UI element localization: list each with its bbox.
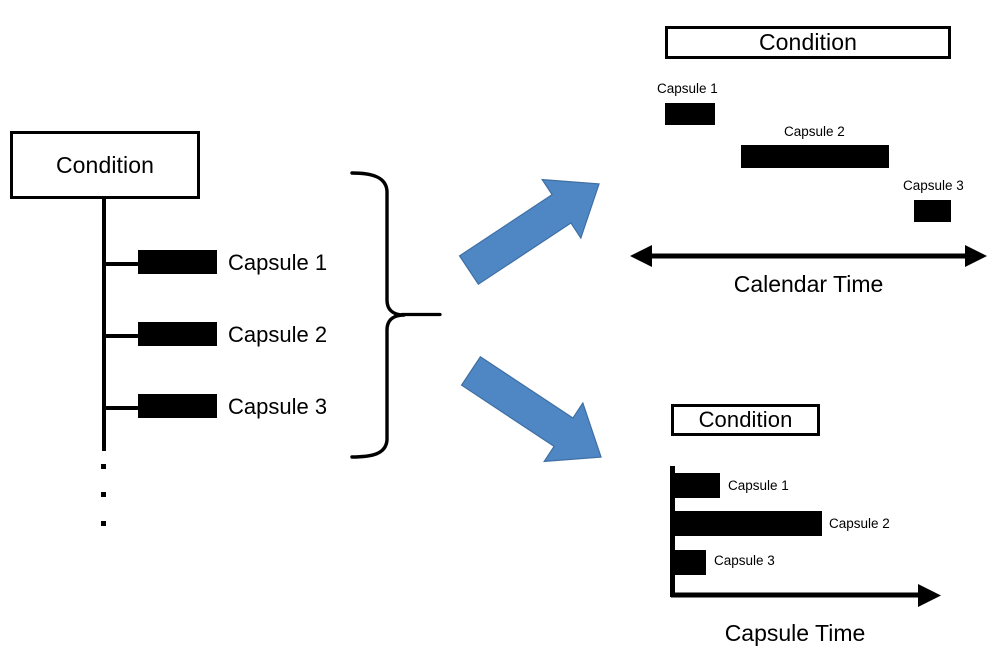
left-condition-label: Condition — [55, 151, 155, 178]
calendar-capsule-label-1: Capsule 1 — [657, 81, 718, 96]
grouping-brace-icon — [350, 171, 442, 459]
calendar-time-axis-label: Calendar Time — [733, 271, 884, 297]
continuation-dot-1 — [101, 464, 106, 469]
left-condition-box: Condition — [10, 131, 200, 199]
capsule-capsule-label-3: Capsule 3 — [714, 553, 775, 568]
capsule-capsule-label-2: Capsule 2 — [829, 516, 890, 531]
calendar-capsule-bar-2 — [741, 145, 889, 168]
capsule-capsule-bar-1 — [671, 473, 720, 498]
left-capsule-label-1: Capsule 1 — [228, 250, 328, 275]
capsule-capsule-label-1: Capsule 1 — [728, 478, 789, 493]
continuation-dot-3 — [101, 521, 106, 526]
calendar-capsule-label-3: Capsule 3 — [903, 178, 964, 193]
left-capsule-bar-3 — [138, 394, 217, 418]
calendar-capsule-bar-3 — [914, 200, 951, 222]
capsule-condition-box: Condition — [671, 404, 820, 436]
tree-branch-line-3 — [102, 406, 140, 410]
calendar-capsule-label-2: Capsule 2 — [784, 124, 845, 139]
left-capsule-bar-1 — [138, 250, 217, 274]
calendar-capsule-bar-1 — [665, 103, 715, 125]
calendar-condition-box: Condition — [665, 26, 951, 59]
tree-trunk-line — [102, 199, 106, 451]
left-capsule-bar-2 — [138, 322, 217, 346]
tree-branch-line-2 — [102, 334, 140, 338]
calendar-condition-label: Condition — [758, 29, 858, 55]
calendar-time-axis-icon — [630, 245, 987, 267]
arrow-to-calendar-time-icon — [458, 178, 600, 286]
capsule-capsule-bar-2 — [671, 511, 822, 536]
tree-branch-line-1 — [102, 262, 140, 266]
arrow-to-capsule-time-icon — [460, 355, 602, 463]
capsule-capsule-bar-3 — [671, 550, 706, 575]
capsule-condition-label: Condition — [698, 407, 793, 432]
left-capsule-label-2: Capsule 2 — [228, 322, 328, 347]
continuation-dot-2 — [101, 492, 106, 497]
left-capsule-label-3: Capsule 3 — [228, 394, 328, 419]
capsule-time-axis-label: Capsule Time — [724, 620, 866, 646]
